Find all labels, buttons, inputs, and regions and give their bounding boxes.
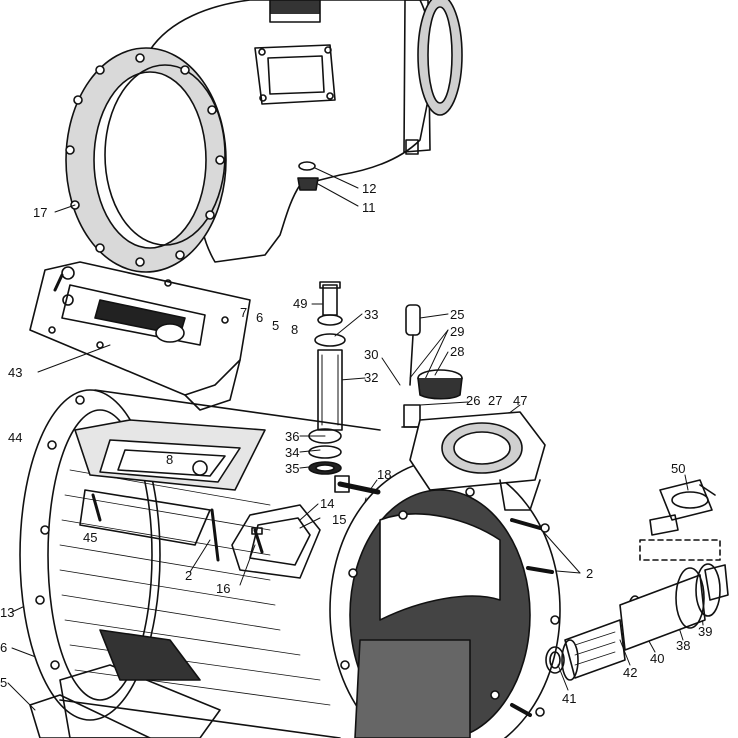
label-45: 45 <box>83 530 97 545</box>
label-5a: 5 <box>272 318 279 333</box>
connector <box>639 479 721 561</box>
label-8a: 8 <box>291 322 298 337</box>
label-42: 42 <box>623 665 637 680</box>
small-cover <box>231 504 321 579</box>
label-50: 50 <box>671 461 685 476</box>
label-16: 16 <box>216 581 230 596</box>
label-14: 14 <box>320 496 334 511</box>
label-2a: 2 <box>185 568 192 583</box>
label-43: 43 <box>8 365 22 380</box>
label-49: 49 <box>293 296 307 311</box>
label-41: 41 <box>562 691 576 706</box>
label-5b: 5 <box>0 675 7 690</box>
label-6b: 6 <box>0 640 7 655</box>
label-38: 38 <box>676 638 690 653</box>
upper-housing <box>65 0 463 273</box>
valve-stack <box>308 281 463 475</box>
label-28: 28 <box>450 344 464 359</box>
label-44: 44 <box>8 430 22 445</box>
label-15: 15 <box>332 512 346 527</box>
label-11: 11 <box>362 200 376 215</box>
top-cover-plate <box>29 261 251 411</box>
part-labels: 12 11 17 49 33 25 29 28 30 32 7 6 5 8 43… <box>0 181 712 706</box>
label-33: 33 <box>364 307 378 322</box>
label-12: 12 <box>362 181 376 196</box>
lower-left-parts <box>29 629 221 738</box>
inspection-cover <box>74 419 266 562</box>
label-32: 32 <box>364 370 378 385</box>
label-26: 26 <box>466 393 480 408</box>
label-8b: 8 <box>166 452 173 467</box>
label-17: 17 <box>33 205 47 220</box>
label-40: 40 <box>650 651 664 666</box>
label-35: 35 <box>285 461 299 476</box>
label-47: 47 <box>513 393 527 408</box>
label-39: 39 <box>698 624 712 639</box>
label-29: 29 <box>450 324 464 339</box>
label-2b: 2 <box>586 566 593 581</box>
label-13: 13 <box>0 605 14 620</box>
label-18: 18 <box>377 467 391 482</box>
label-30: 30 <box>364 347 378 362</box>
right-flange <box>409 411 546 511</box>
label-25: 25 <box>450 307 464 322</box>
label-6a: 6 <box>256 310 263 325</box>
label-34: 34 <box>285 445 299 460</box>
label-27: 27 <box>488 393 502 408</box>
label-7: 7 <box>240 305 247 320</box>
shaft-assembly <box>545 563 729 681</box>
bolt <box>334 475 381 495</box>
label-36: 36 <box>285 429 299 444</box>
